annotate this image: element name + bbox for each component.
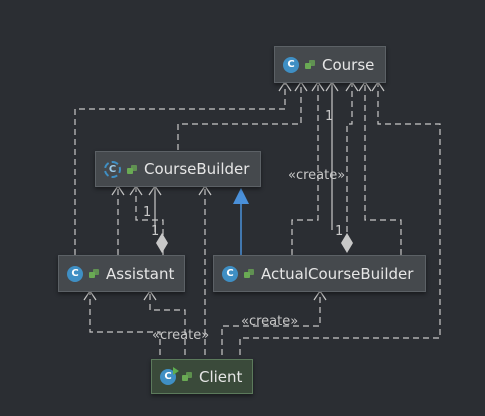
edge-actual-course-aggregation bbox=[346, 83, 353, 232]
node-actual-course-builder-label: ActualCourseBuilder bbox=[261, 264, 414, 283]
class-icon: C bbox=[67, 265, 83, 282]
lock-icon bbox=[127, 164, 138, 175]
label-create-assistant: «create» bbox=[152, 328, 209, 343]
lock-icon bbox=[89, 268, 100, 279]
node-assistant[interactable]: C Assistant bbox=[58, 255, 185, 292]
node-course-label: Course bbox=[322, 55, 375, 74]
node-course[interactable]: C Course bbox=[274, 46, 386, 83]
mult-actual-top: 1 bbox=[325, 109, 333, 124]
edge-client-assistant bbox=[89, 292, 161, 365]
edge-client-course bbox=[239, 83, 441, 365]
class-icon: C bbox=[283, 56, 299, 73]
node-assistant-label: Assistant bbox=[106, 264, 175, 283]
node-actual-course-builder[interactable]: C ActualCourseBuilder bbox=[213, 255, 426, 292]
label-create-actual: «create» bbox=[241, 314, 298, 329]
edge-client-actual bbox=[221, 292, 321, 365]
lock-icon bbox=[244, 268, 255, 279]
node-course-builder-label: CourseBuilder bbox=[144, 160, 250, 178]
edge-actual-course-extra bbox=[364, 83, 402, 255]
abstract-class-icon: C bbox=[104, 160, 121, 178]
label-create-course: «create» bbox=[288, 168, 345, 183]
mult-actual-bottom: 1 bbox=[335, 224, 343, 239]
edge-coursebuilder-course bbox=[177, 83, 302, 150]
main-class-icon: C bbox=[160, 366, 179, 385]
mult-assistant-bottom: 1 bbox=[151, 224, 159, 239]
mult-assistant-top: 1 bbox=[143, 205, 151, 220]
node-course-builder[interactable]: C CourseBuilder bbox=[95, 151, 261, 187]
lock-icon bbox=[182, 371, 193, 382]
inheritance-arrowhead bbox=[233, 188, 249, 204]
edge-assistant-course bbox=[74, 83, 286, 255]
aggregation-diamond-assistant bbox=[156, 233, 168, 253]
class-icon: C bbox=[222, 265, 238, 282]
node-client-label: Client bbox=[199, 367, 243, 386]
node-client[interactable]: C Client bbox=[151, 359, 253, 394]
aggregation-diamond-actual bbox=[341, 233, 353, 253]
lock-icon bbox=[305, 59, 316, 70]
edge-client-assistant-2 bbox=[149, 292, 186, 365]
